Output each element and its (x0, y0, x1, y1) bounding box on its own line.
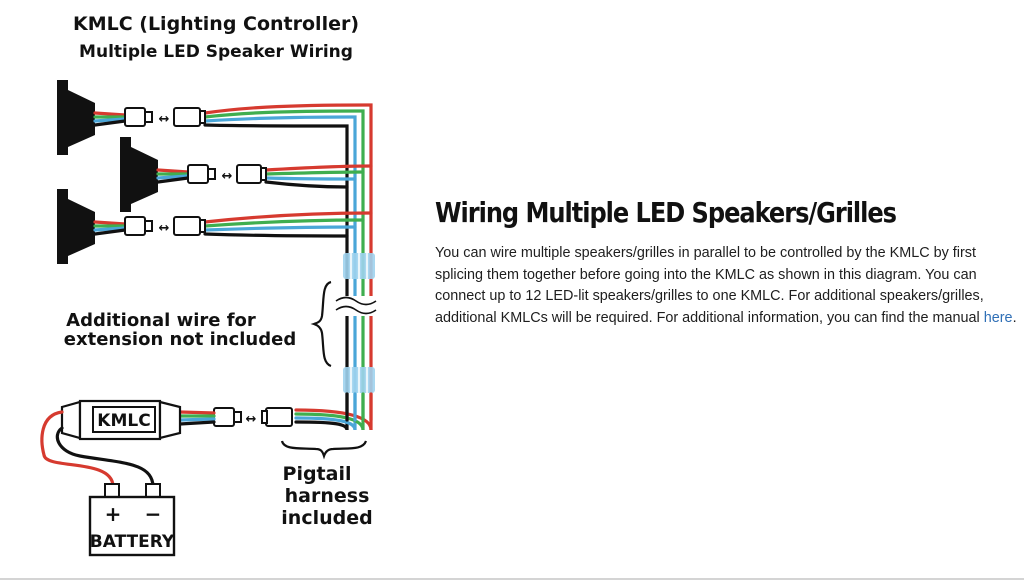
article-body-trailing: . (1012, 309, 1017, 326)
speaker-icon (57, 189, 95, 264)
connector-socket-icon (236, 164, 267, 184)
battery-plus-sign: + (105, 502, 122, 526)
battery-icon (88, 483, 176, 557)
pigtail-label-line1: Pigtail (283, 463, 352, 485)
connector-arrow: ↔ (159, 112, 170, 127)
wiring-diagram: KMLC (Lighting Controller) Multiple LED … (40, 13, 380, 580)
article-body-text: You can wire multiple speakers/grilles i… (435, 245, 984, 326)
connector-plug-icon (187, 164, 216, 184)
extension-note-line2: extension not included (64, 329, 296, 350)
diagram-title-line2: Multiple LED Speaker Wiring (79, 42, 353, 62)
connector-plug-icon (124, 107, 153, 127)
speaker-icon (120, 137, 158, 212)
article-body: You can wire multiple speakers/grilles i… (435, 243, 1017, 329)
speaker-icon (57, 80, 95, 155)
kmlc-controller-label: KMLC (97, 411, 150, 431)
brace-icon (280, 440, 368, 460)
pigtail-label-line3: included (281, 507, 372, 529)
diagram-title-line1: KMLC (Lighting Controller) (73, 13, 359, 35)
pigtail-label-line2: harness (285, 485, 370, 507)
kmlc-controller-icon (60, 399, 182, 441)
battery-label: BATTERY (90, 532, 175, 552)
connector-socket-icon (173, 216, 206, 236)
battery-minus-sign: − (145, 502, 162, 526)
article-heading: Wiring Multiple LED Speakers/Grilles (435, 196, 897, 229)
connector-arrow: ↔ (246, 412, 257, 427)
wire-break-icon (335, 296, 377, 315)
connector-socket-icon (173, 107, 206, 127)
connector-plug-icon (124, 216, 153, 236)
connector-arrow: ↔ (222, 169, 233, 184)
extension-note-line1: Additional wire for (66, 310, 256, 331)
connector-socket-icon (261, 407, 293, 427)
connector-arrow: ↔ (159, 221, 170, 236)
article-section: Wiring Multiple LED Speakers/Grilles You… (435, 196, 1017, 329)
bottom-divider (0, 578, 1024, 580)
manual-link[interactable]: here (983, 309, 1013, 326)
connector-plug-icon (213, 407, 242, 427)
brace-icon (310, 280, 332, 368)
